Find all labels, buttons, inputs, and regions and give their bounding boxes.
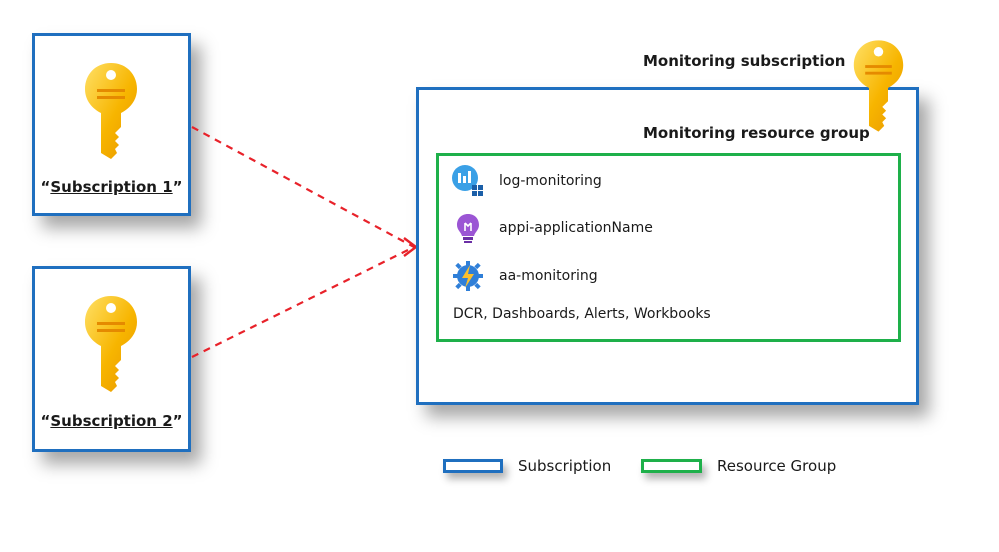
subscription-1-label: “Subscription 1” <box>40 178 183 196</box>
legend-resource-group-label: Resource Group <box>717 457 837 475</box>
arrow-head <box>403 237 418 257</box>
log-analytics-icon <box>452 165 483 196</box>
legend-resource-group-swatch <box>641 459 702 473</box>
resource-aa-monitoring: aa-monitoring <box>451 259 598 293</box>
monitoring-resource-group-title: Monitoring resource group <box>643 124 870 142</box>
arrow-subscription-2 <box>191 246 415 358</box>
legend-subscription-label: Subscription <box>518 457 612 475</box>
additional-resources-text: DCR, Dashboards, Alerts, Workbooks <box>453 306 711 322</box>
subscription-2-label: “Subscription 2” <box>40 412 183 430</box>
automation-account-icon <box>453 261 483 291</box>
subscription-2-box: “Subscription 2” <box>32 266 191 452</box>
legend-subscription-swatch <box>443 459 503 473</box>
resource-appi: appi-applicationName <box>451 211 653 245</box>
monitoring-subscription-title: Monitoring subscription <box>643 52 846 70</box>
application-insights-icon <box>457 214 479 243</box>
arrow-subscription-1 <box>191 126 415 248</box>
subscription-1-box: “Subscription 1” <box>32 33 191 216</box>
resource-log-monitoring: log-monitoring <box>451 164 602 198</box>
resource-label: log-monitoring <box>499 173 602 189</box>
key-icon <box>850 38 907 134</box>
resource-label: aa-monitoring <box>499 268 598 284</box>
resource-label: appi-applicationName <box>499 220 653 236</box>
monitoring-resource-group-box: log-monitoring appi-applicationName <box>436 153 901 342</box>
monitoring-subscription-box: Monitoring resource group log-monitoring <box>416 87 919 405</box>
